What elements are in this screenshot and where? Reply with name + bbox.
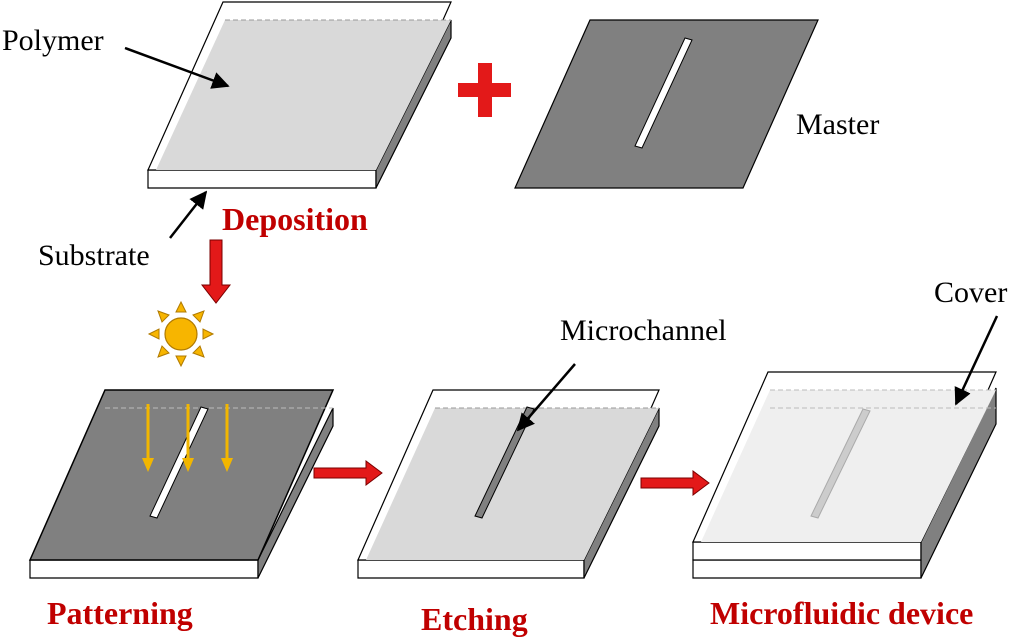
arrow-right-icon <box>313 460 383 486</box>
microchannel-label: Microchannel <box>560 314 727 347</box>
sun-icon <box>147 300 215 368</box>
uv-rays <box>142 404 233 472</box>
polymer-on-substrate <box>147 1 452 189</box>
pointer-arrows <box>124 46 999 432</box>
step-deposition: Deposition <box>222 201 368 237</box>
master-mask <box>514 19 819 189</box>
plus-icon <box>458 63 511 117</box>
step-etching: Etching <box>421 601 528 637</box>
step-microfluidic-device: Microfluidic device <box>710 595 973 631</box>
microfluidic-device <box>692 371 997 579</box>
etched-polymer <box>357 389 660 579</box>
master-label: Master <box>796 108 879 141</box>
arrow-down-icon <box>200 239 232 304</box>
polymer-label: Polymer <box>2 24 104 57</box>
arrow-right-icon <box>640 470 710 496</box>
patterning-stack <box>28 389 335 579</box>
substrate-label: Substrate <box>38 239 150 272</box>
step-patterning: Patterning <box>47 595 193 631</box>
cover-label: Cover <box>934 276 1007 309</box>
